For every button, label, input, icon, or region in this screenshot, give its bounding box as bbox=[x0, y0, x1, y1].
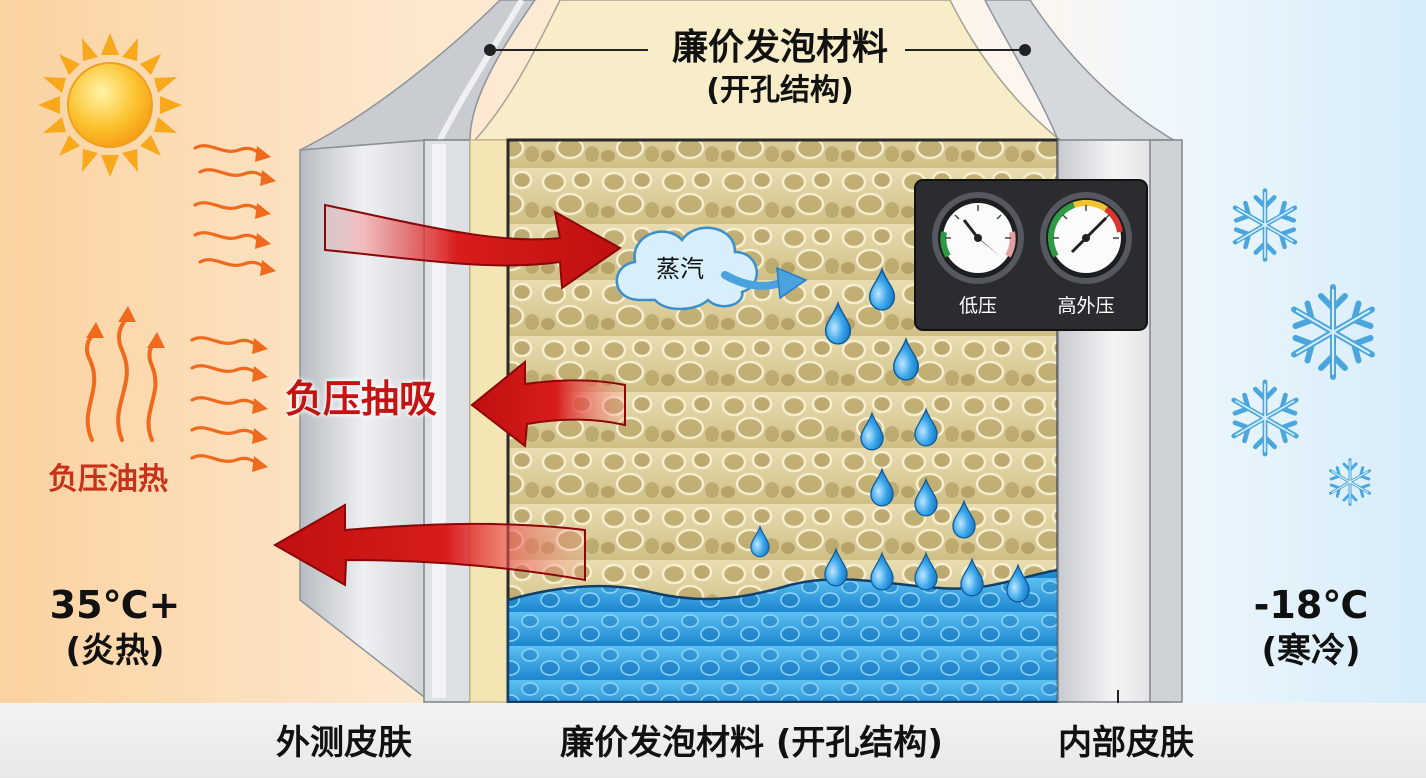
gauge-low-label: 低压 bbox=[938, 296, 1018, 318]
title-main: 廉价发泡材料 bbox=[660, 27, 900, 68]
footer-inner-skin: 内部皮肤 bbox=[1058, 724, 1194, 763]
right-temperature: -18℃ bbox=[1236, 584, 1386, 628]
label-negative-pressure-suction: 负压抽吸 bbox=[285, 378, 437, 422]
gauge-high-label: 高外压 bbox=[1040, 296, 1132, 318]
label-negative-pressure-heat: 负压油热 bbox=[48, 463, 168, 498]
right-temperature-note: (寒冷) bbox=[1236, 632, 1386, 671]
gauge-low-icon bbox=[932, 192, 1024, 284]
sun-icon bbox=[38, 33, 182, 177]
gauge-high-icon bbox=[1040, 192, 1132, 284]
vapor-label: 蒸汽 bbox=[640, 256, 720, 284]
footer-foam-material: 廉价发泡材料 (开孔结构) bbox=[560, 724, 943, 763]
left-temperature: 35℃+ bbox=[40, 584, 190, 628]
left-temperature-note: (炎热) bbox=[40, 632, 190, 671]
footer-outer-skin: 外测皮肤 bbox=[276, 724, 412, 763]
title-sub: (开孔结构) bbox=[660, 74, 900, 109]
